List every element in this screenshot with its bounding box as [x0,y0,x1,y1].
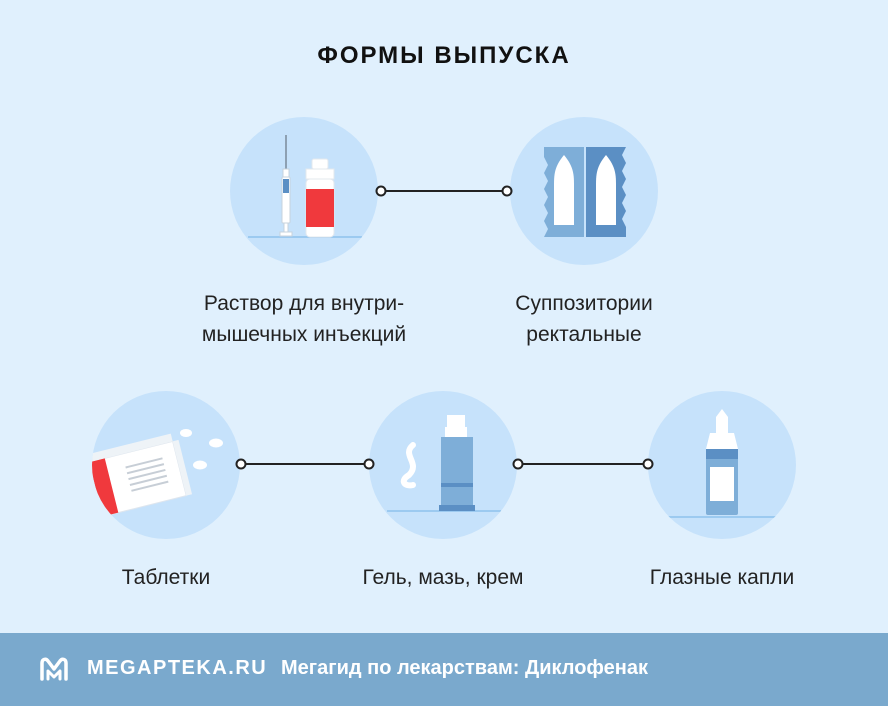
connector-line [235,458,375,470]
eye-drops-bottle-icon [648,391,796,539]
suppository-blister-icon [510,117,658,265]
tablet-box-icon [92,391,240,539]
brand-name[interactable]: MEGAPTEKA.RU [87,657,268,679]
label-injection-solution: Раствор для внутри- мышечных инъекций [201,292,407,346]
footer-subtitle: Мегагид по лекарствам: Диклофенак [281,657,648,679]
connector-line [375,185,513,197]
label-suppositories: Суппозитории ректальные [515,292,653,346]
page-title: ФОРМЫ ВЫПУСКА [317,42,571,69]
label-tablets: Таблетки [121,566,211,589]
footer-bar: MEGAPTEKA.RU Мегагид по лекарствам: Дикл… [0,633,888,706]
connector-line [512,458,654,470]
syringe-vial-icon [230,117,378,265]
label-eye-drops: Глазные капли [649,566,795,589]
label-gel-ointment-cream: Гель, мазь, крем [362,566,524,589]
ointment-tube-icon [369,391,517,539]
megapteka-logo-icon [40,657,68,681]
